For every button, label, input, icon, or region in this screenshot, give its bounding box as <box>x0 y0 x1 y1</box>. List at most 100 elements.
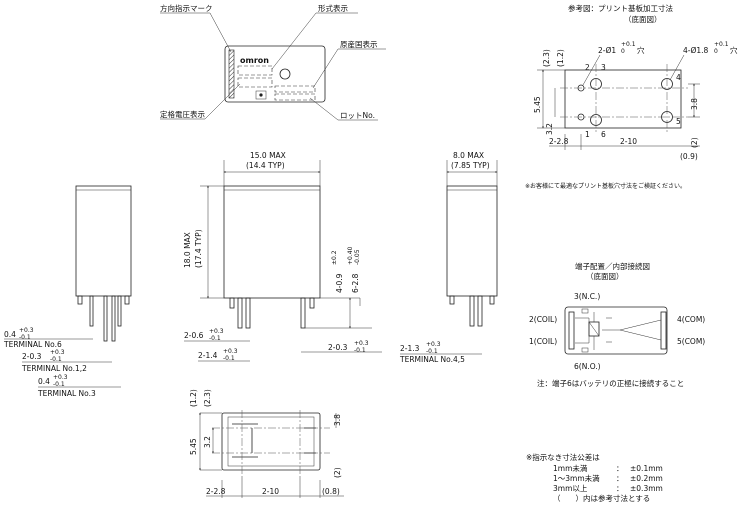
svg-text:(2.3): (2.3) <box>542 49 551 67</box>
svg-text:±0.2: ±0.2 <box>331 250 338 265</box>
leader-lot <box>309 97 339 121</box>
label-terminal-45: TERMINAL No.4,5 <box>399 355 465 364</box>
svg-text:0.4: 0.4 <box>38 377 50 386</box>
svg-text:6: 6 <box>601 130 606 139</box>
front-view-body <box>223 185 321 299</box>
svg-text:±0.3mm: ±0.3mm <box>630 484 663 493</box>
label-terminal-6: TERMINAL No.6 <box>3 340 62 349</box>
svg-text:2-1.3: 2-1.3 <box>400 344 420 353</box>
indicator-circle <box>279 68 291 80</box>
svg-text:15.0 MAX: 15.0 MAX <box>250 151 286 160</box>
side-pin-a <box>469 295 475 327</box>
svg-text:+0.3: +0.3 <box>223 348 238 355</box>
tolerance-notes: ※指示なき寸法公差は 1mm未満 ： ±0.1mm 1～3mm未満 ： ±0.2… <box>526 452 663 503</box>
label-origin: 原産国表示 <box>340 39 378 49</box>
left-pin-a <box>89 295 94 327</box>
svg-text:6(N.O.): 6(N.O.) <box>574 362 601 371</box>
svg-text:-0.1: -0.1 <box>426 348 438 355</box>
svg-text:2: 2 <box>585 63 590 72</box>
svg-text:+0.3: +0.3 <box>53 374 68 381</box>
side-view: 8.0 MAX (7.85 TYP) 2-1.3 +0.3 -0.1 TERMI… <box>399 151 498 364</box>
pcb-reference: 参考図：プリント基板加工寸法 （底面図） 2 3 4 5 1 6 2-Ø1 +0… <box>525 3 738 190</box>
svg-text:3.8: 3.8 <box>333 414 342 426</box>
left-pin-stub-1 <box>77 295 83 305</box>
svg-text:5.45: 5.45 <box>533 96 542 113</box>
front-dim-a: 2-0.6 +0.3 -0.1 <box>184 328 250 342</box>
front-pin-stub-l <box>229 297 235 309</box>
front-dim-pin: 4-0.9 ±0.2 6-2.8 +0.40 -0.05 <box>305 246 372 329</box>
svg-text:0.4: 0.4 <box>4 330 16 339</box>
terminal-outline <box>564 306 668 355</box>
svg-text:穴: 穴 <box>730 45 738 55</box>
svg-text:0: 0 <box>714 48 718 55</box>
svg-text:+0.3: +0.3 <box>354 340 369 347</box>
svg-text:2-2.8: 2-2.8 <box>206 487 226 496</box>
svg-text:：: ： <box>616 464 624 473</box>
svg-text:18.0 MAX: 18.0 MAX <box>183 232 192 268</box>
svg-text:+0.3: +0.3 <box>209 328 224 335</box>
front-view: 15.0 MAX (14.4 TYP) 18.0 MAX (17.4 TYP) … <box>183 151 382 362</box>
svg-text:0: 0 <box>621 48 625 55</box>
svg-text:1(COIL): 1(COIL) <box>529 337 557 346</box>
svg-text:5.45: 5.45 <box>189 438 198 455</box>
svg-text:(1.2): (1.2) <box>189 389 198 407</box>
svg-text:2-Ø1: 2-Ø1 <box>598 46 616 55</box>
svg-text:+0.3: +0.3 <box>50 349 65 356</box>
left-view-body <box>75 185 132 297</box>
origin-box <box>274 85 316 93</box>
lot-box <box>274 93 316 101</box>
svg-text:(1.2): (1.2) <box>556 49 565 67</box>
direction-mark <box>228 49 235 99</box>
side-pin-stub-r <box>489 295 495 305</box>
svg-text:-0.1: -0.1 <box>209 335 221 342</box>
svg-text:8.0 MAX: 8.0 MAX <box>453 151 484 160</box>
terminal-subtitle: （底面図） <box>586 271 624 281</box>
svg-text:(14.4 TYP): (14.4 TYP) <box>246 161 285 170</box>
svg-text:(0.8): (0.8) <box>322 487 340 496</box>
terminal-title: 端子配置／内部接続図 <box>575 261 650 271</box>
bottom-view: 5.45 (1.2) (2.3) 3.2 3.8 (2) 2-2.8 2-10 … <box>189 389 344 498</box>
side-dim-width: 8.0 MAX (7.85 TYP) <box>446 151 498 186</box>
front-pin-3 <box>300 297 306 329</box>
svg-text:+0.40: +0.40 <box>347 246 354 265</box>
svg-text:5: 5 <box>676 117 681 126</box>
svg-text:穴: 穴 <box>637 45 645 55</box>
svg-text:2-10: 2-10 <box>262 487 279 496</box>
leader-origin <box>312 48 339 89</box>
svg-text:3.2: 3.2 <box>203 436 212 448</box>
svg-text:(0.9): (0.9) <box>680 152 698 161</box>
svg-text:3.8: 3.8 <box>690 98 699 110</box>
svg-text:1: 1 <box>585 130 590 139</box>
label-terminal-3: TERMINAL No.3 <box>37 389 96 398</box>
svg-text:+0.1: +0.1 <box>621 41 636 48</box>
front-pin-stub-r <box>309 297 315 309</box>
svg-text:4(COM): 4(COM) <box>677 315 705 324</box>
svg-text:+0.3: +0.3 <box>19 327 34 334</box>
side-dim: 2-1.3 +0.3 -0.1 TERMINAL No.4,5 <box>399 341 482 364</box>
left-dim-3: 0.4 +0.3 -0.1 TERMINAL No.3 <box>37 374 121 398</box>
leader-model <box>271 12 317 70</box>
svg-text:1mm未満: 1mm未満 <box>553 463 588 473</box>
left-pin-d <box>117 295 122 327</box>
bottom-view-body <box>221 412 321 471</box>
svg-text:+0.1: +0.1 <box>714 41 729 48</box>
pcb-outline <box>564 69 682 129</box>
front-dim-b: 2-1.4 +0.3 -0.1 <box>198 348 250 362</box>
svg-text:±0.2mm: ±0.2mm <box>630 474 663 483</box>
svg-text:2-0.6: 2-0.6 <box>184 331 204 340</box>
svg-text:-0.1: -0.1 <box>223 355 235 362</box>
svg-text:±0.1mm: ±0.1mm <box>630 464 663 473</box>
pcb-hole-labels: 2-Ø1 +0.1 0 穴 4-Ø1.8 +0.1 0 穴 <box>582 41 738 86</box>
left-pin-stub-2 <box>124 295 130 305</box>
front-dim-height: 18.0 MAX (17.4 TYP) <box>183 185 224 299</box>
svg-text:6-2.8: 6-2.8 <box>351 273 360 293</box>
label-model: 形式表示 <box>318 3 348 13</box>
pcb-title: 参考図：プリント基板加工寸法 <box>568 3 673 13</box>
svg-text:4-0.9: 4-0.9 <box>335 273 344 293</box>
front-dim-width: 15.0 MAX (14.4 TYP) <box>223 151 321 186</box>
svg-text:4-Ø1.8: 4-Ø1.8 <box>683 46 709 55</box>
svg-text:3(N.C.): 3(N.C.) <box>574 292 600 301</box>
svg-text:(2): (2) <box>333 467 342 478</box>
top-view: omron 方向指示マーク 形式表示 原産国表示 定格電圧表示 ロットNo. <box>160 3 386 121</box>
